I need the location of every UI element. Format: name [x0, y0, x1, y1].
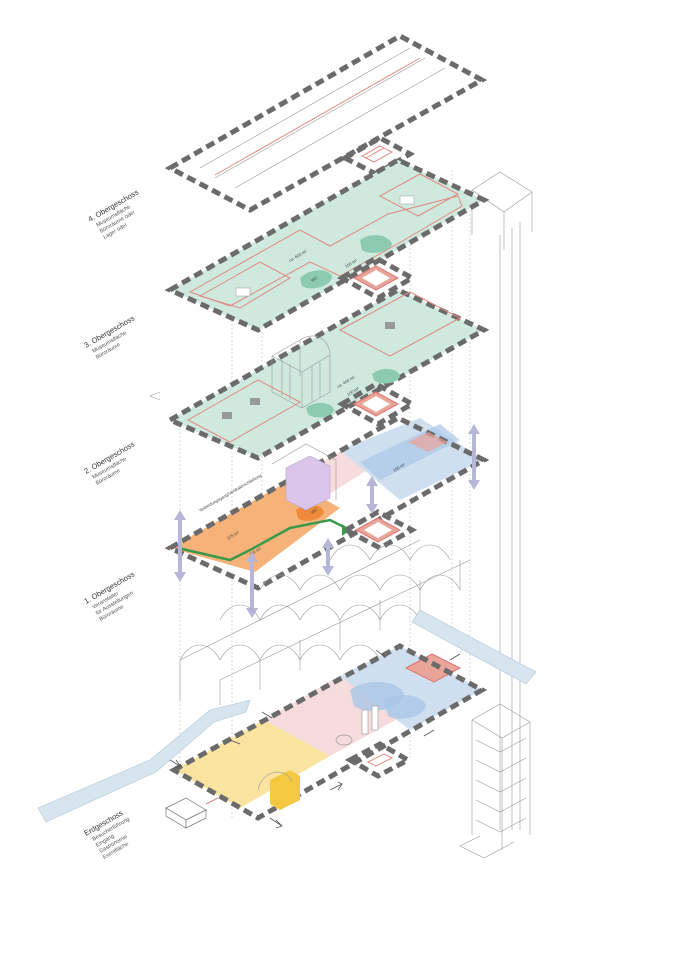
stair-tower [459, 171, 533, 859]
floor-3-label: 3. Obergeschoss Museumsfläche Büroräume [83, 313, 137, 360]
floor-3-plate: ca. 600 m² 150 m² WC [164, 157, 490, 333]
floor-4-label: 4. Obergeschoss Museumsfläche Büroräume … [87, 187, 141, 240]
vaulted-roof [179, 539, 471, 705]
floor-2-plate: ca. 400 m² 100 m² [149, 287, 490, 461]
floor-3-side-tag: 150 m² [344, 258, 358, 269]
floor-4-plate [164, 33, 488, 213]
floor-2-side-tag: 100 m² [346, 386, 360, 397]
floor-1-orange-tag: 375 m² [226, 530, 240, 541]
floor-2-label: 2. Obergeschoss Museumsfläche Büroräume [83, 439, 137, 486]
ground-floor-plate [165, 643, 488, 829]
floor-1-label: 1. Obergeschoss Veranstalter für Ausstel… [83, 569, 137, 622]
ground-floor-label: Erdgeschoss Besucherführung Eingang Gast… [83, 808, 131, 861]
water-channel [37, 609, 537, 823]
floor-1-blue-tag: 150 m² [392, 462, 406, 473]
floor-1-wc-tag: WC [310, 507, 319, 515]
circulation-arrows [174, 424, 480, 618]
floor-3-wc-tag: WC [310, 275, 319, 283]
floor-1-orange2-tag: 100 m² [248, 546, 262, 557]
